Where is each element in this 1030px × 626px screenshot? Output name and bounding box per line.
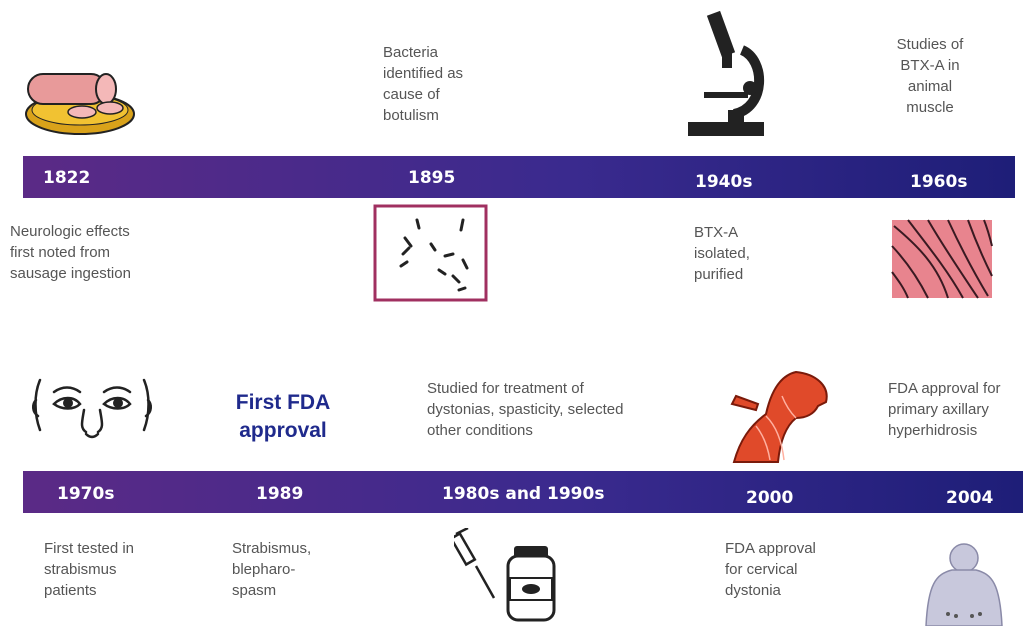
year-1895: 1895 [408, 168, 456, 188]
caption-1970s: First tested in strabismus patients [44, 540, 135, 599]
face-icon [32, 378, 152, 439]
caption-2004: FDA approval for primary axillary hyperh… [888, 380, 1001, 439]
top-timeline-band [23, 156, 1015, 198]
caption-1940s: BTX-A isolated, purified [694, 224, 750, 283]
torso-icon [925, 543, 1003, 626]
caption-1989: Strabismus, blepharo- spasm [232, 540, 312, 599]
year-1970s: 1970s [57, 484, 115, 504]
microscope-icon [688, 10, 765, 136]
caption-1895: Bacteria identified as cause of botulism [383, 44, 464, 124]
year-1980s-1990s: 1980s and 1990s [442, 484, 605, 504]
sausage-icon [25, 73, 135, 135]
caption-1980s-1990s: Studied for treatment of dystonias, spas… [427, 380, 624, 439]
caption-2000: FDA approval for cervical dystonia [725, 540, 816, 599]
year-1960s: 1960s [910, 172, 968, 192]
caption-1822: Neurologic effects first noted from saus… [10, 223, 131, 282]
year-1940s: 1940s [695, 172, 753, 192]
caption-1960s: Studies of BTX-A in animal muscle [896, 36, 964, 116]
year-2004: 2004 [946, 488, 994, 508]
neck-muscle-icon [730, 370, 828, 463]
syringe-vial-icon [454, 528, 556, 622]
year-1989: 1989 [256, 484, 304, 504]
year-2000: 2000 [746, 488, 794, 508]
year-1822: 1822 [43, 168, 91, 188]
bacteria-slide-icon [373, 204, 488, 302]
first-fda-approval-label: First FDA approval [235, 391, 331, 442]
muscle-fibers-icon [891, 219, 993, 299]
bottom-timeline-band [23, 471, 1023, 513]
